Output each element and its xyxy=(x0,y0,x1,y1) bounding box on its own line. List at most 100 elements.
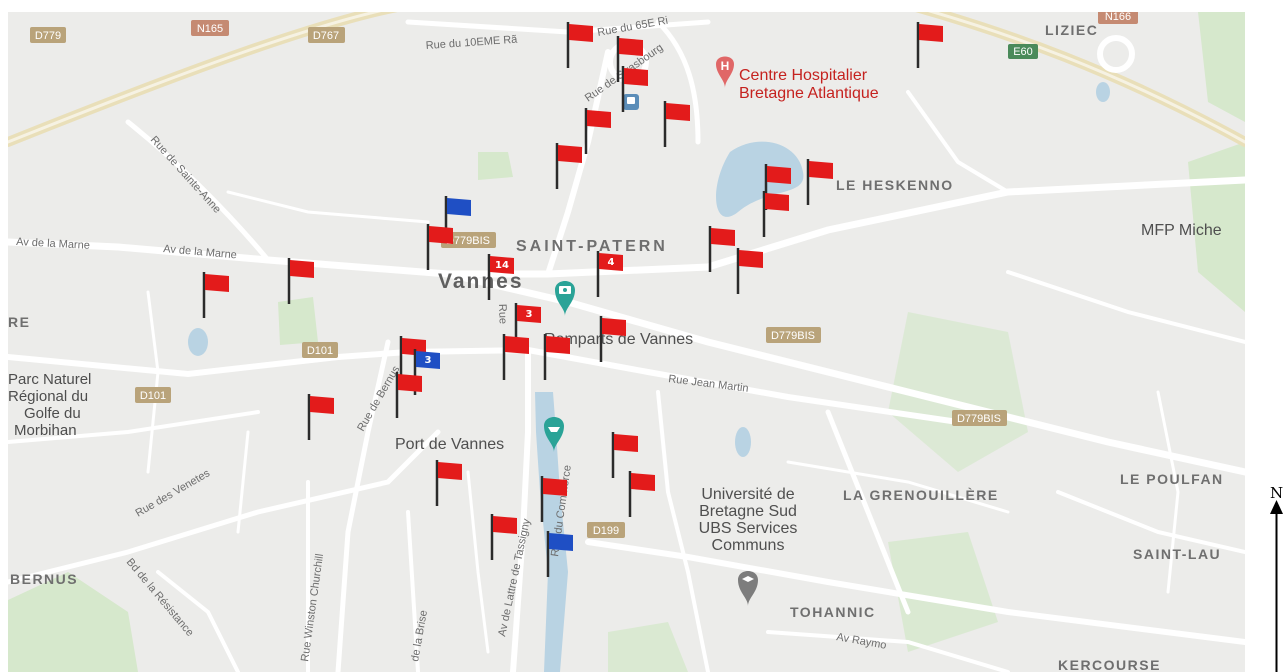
flag-count-label: 3 xyxy=(526,309,533,320)
svg-text:N166: N166 xyxy=(1105,12,1131,23)
district-label: LIZIEC xyxy=(1045,22,1098,38)
red-flag-marker[interactable] xyxy=(555,143,582,189)
red-flag-marker[interactable] xyxy=(540,476,567,522)
svg-text:D779: D779 xyxy=(35,30,61,42)
remparts-label: Remparts de Vannes xyxy=(544,331,693,348)
red-flag-marker[interactable] xyxy=(708,226,735,272)
flag-cloth xyxy=(599,253,623,271)
district-label: LE HESKENNO xyxy=(836,177,954,193)
roads xyxy=(8,19,1245,672)
shield-d199: D199 xyxy=(587,522,625,538)
flag-cloth xyxy=(490,256,514,274)
district-label: LE POULFAN xyxy=(1120,471,1224,487)
red-flag-marker[interactable] xyxy=(502,334,529,380)
district-label: SAINT-LAU xyxy=(1133,546,1221,562)
district-label: KERCOURSE xyxy=(1058,657,1161,672)
flag-cloth xyxy=(505,336,529,354)
flag-cloth xyxy=(438,462,462,480)
svg-text:D779BIS: D779BIS xyxy=(771,330,815,342)
flag-count-label: 4 xyxy=(608,257,615,268)
route-shields: D779 N165 D767 N166 E60 D779BIS D101 D10… xyxy=(30,12,1138,538)
red-flag-marker[interactable] xyxy=(490,514,517,560)
poi-train-station[interactable] xyxy=(623,94,639,110)
road-label: Rue xyxy=(496,304,509,325)
flag-cloth xyxy=(416,351,440,369)
flag-cloth xyxy=(205,274,229,292)
red-flag-marker[interactable] xyxy=(599,316,626,362)
red-flag-marker[interactable] xyxy=(611,432,638,478)
red-flag-marker[interactable] xyxy=(762,191,789,237)
flag-cloth xyxy=(587,110,611,128)
district-label: BERNUS xyxy=(10,571,78,587)
red-flag-marker[interactable] xyxy=(435,460,462,506)
district-label: SAINT-PATERN xyxy=(516,238,668,255)
city-label: Vannes xyxy=(438,270,524,293)
flag-cloth xyxy=(666,103,690,121)
highways xyxy=(8,12,1245,147)
flag-cloth xyxy=(569,24,593,42)
north-letter: N xyxy=(1269,484,1284,502)
shield-d779bis-1: D779BIS xyxy=(441,232,496,248)
svg-text:H: H xyxy=(721,59,730,73)
blue-flag-marker[interactable] xyxy=(546,531,573,577)
port-label: Port de Vannes xyxy=(395,436,504,453)
shield-e60: E60 xyxy=(1008,44,1038,59)
flag-cloth xyxy=(310,396,334,414)
red-flag-marker[interactable] xyxy=(621,66,648,112)
flag-cloth xyxy=(619,38,643,56)
red-flag-marker[interactable] xyxy=(307,394,334,440)
flag-count-label: 3 xyxy=(425,355,432,366)
red-flag-marker[interactable] xyxy=(287,258,314,304)
flag-count-label: 14 xyxy=(495,260,509,271)
map-canvas[interactable]: D779 N165 D767 N166 E60 D779BIS D101 D10… xyxy=(8,12,1245,672)
flag-cloth xyxy=(290,260,314,278)
flag-cloth xyxy=(711,228,735,246)
red-flag-marker[interactable] xyxy=(566,22,593,68)
flag-cloth xyxy=(614,434,638,452)
svg-text:D101: D101 xyxy=(140,390,166,402)
poi-museum[interactable] xyxy=(555,281,575,316)
flag-cloth xyxy=(517,305,541,323)
flag-cloth xyxy=(398,374,422,392)
red-flag-marker[interactable]: 14 xyxy=(487,254,514,300)
shield-d101-1: D101 xyxy=(302,342,338,358)
red-flag-marker[interactable] xyxy=(426,224,453,270)
shield-d779: D779 xyxy=(30,27,66,43)
flag-cloth xyxy=(558,145,582,163)
red-flag-marker[interactable] xyxy=(916,22,943,68)
svg-text:D779BIS: D779BIS xyxy=(446,235,490,247)
graduation-cap-icon xyxy=(738,571,758,606)
poi-port[interactable] xyxy=(544,417,564,452)
red-flag-marker[interactable] xyxy=(202,272,229,318)
flag-cloth xyxy=(767,166,791,184)
flag-cloth xyxy=(809,161,833,179)
svg-text:D101: D101 xyxy=(307,345,333,357)
shield-n166: N166 xyxy=(1098,12,1138,24)
flag-cloth xyxy=(624,68,648,86)
svg-text:D767: D767 xyxy=(313,30,339,42)
red-flag-marker[interactable] xyxy=(584,108,611,154)
red-flag-marker[interactable] xyxy=(736,248,763,294)
flag-cloth xyxy=(765,193,789,211)
shield-d779bis-3: D779BIS xyxy=(952,410,1007,426)
flag-cloth xyxy=(602,318,626,336)
shield-d101-2: D101 xyxy=(135,387,171,403)
district-labels: LIZIEC LE HESKENNO SAINT-PATERN LA GRENO… xyxy=(8,22,1224,672)
red-flag-marker[interactable] xyxy=(616,36,643,82)
svg-text:D199: D199 xyxy=(593,525,619,537)
water-bodies xyxy=(188,82,1110,672)
flag-cloth xyxy=(631,473,655,491)
shield-n165: N165 xyxy=(191,20,229,36)
red-flag-marker[interactable] xyxy=(395,372,422,418)
svg-text:N165: N165 xyxy=(197,23,223,35)
red-flag-marker[interactable]: 4 xyxy=(596,251,623,297)
flag-cloth xyxy=(543,478,567,496)
red-flag-marker[interactable] xyxy=(628,471,655,517)
red-flag-marker[interactable] xyxy=(543,334,570,380)
flag-cloth xyxy=(739,250,763,268)
red-flag-marker[interactable] xyxy=(663,101,690,147)
red-flag-marker[interactable] xyxy=(806,159,833,205)
